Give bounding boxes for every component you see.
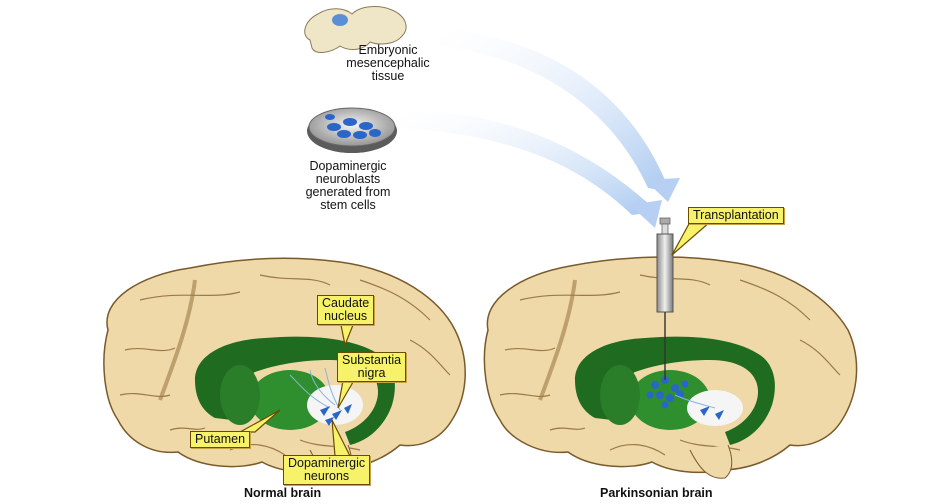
arrow-head-embryonic	[645, 178, 680, 202]
arrow-from-stem-cells	[400, 110, 655, 215]
dopaminergic-neurons-callout: Dopaminergic neurons	[283, 455, 371, 485]
substantia-nigra-callout: Substantia nigra	[337, 352, 407, 382]
arrow-head-stem-cells	[630, 200, 662, 228]
caudate-putamen-right	[575, 336, 775, 445]
stem-cell-label: Dopaminergic neuroblasts generated from …	[305, 159, 391, 212]
arrow-from-embryonic-tissue	[440, 28, 672, 192]
caudate-putamen-left	[195, 336, 395, 445]
transplantation-pointer	[671, 221, 712, 256]
normal-brain-outline	[103, 257, 466, 474]
transplantation-callout: Transplantation	[688, 207, 784, 224]
normal-brain	[103, 257, 466, 479]
putamen-callout: Putamen	[190, 431, 251, 448]
embryonic-tissue-label: Embryonic mesencephalic tissue	[346, 43, 430, 83]
parkinsonian-brain-caption: Parkinsonian brain	[600, 486, 713, 500]
embryonic-brain-icon	[304, 6, 407, 53]
parkinsonian-brain	[483, 256, 858, 479]
normal-brain-caption: Normal brain	[244, 486, 322, 500]
brainstem-right	[689, 444, 733, 479]
syringe-icon	[656, 217, 674, 380]
petri-dish-icon	[307, 107, 397, 153]
caudate-nucleus-callout: Caudate nucleus	[317, 295, 375, 325]
